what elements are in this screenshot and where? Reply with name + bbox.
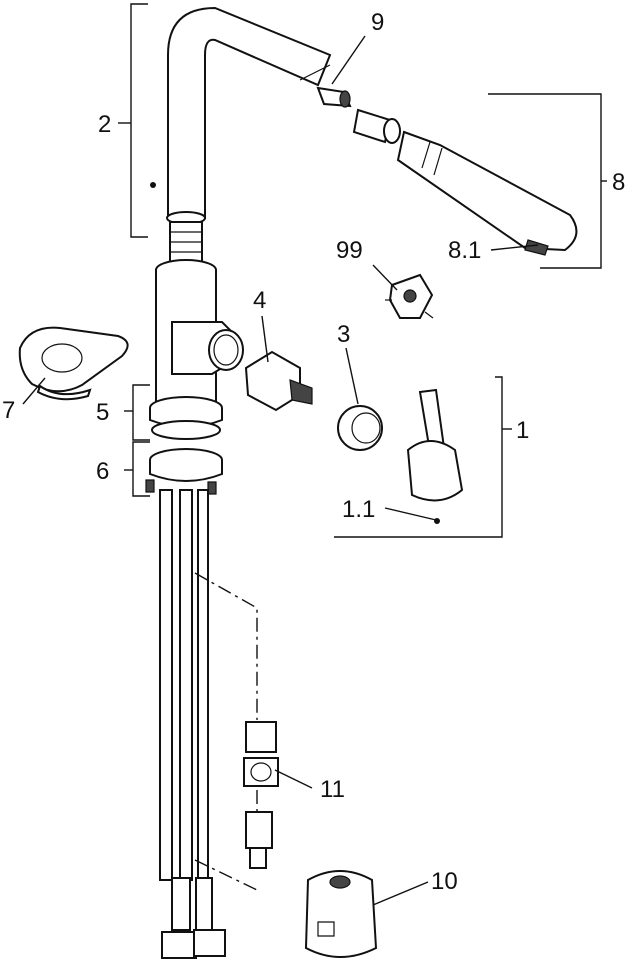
label-1: 1: [516, 417, 529, 444]
lever-handle-part-1: [406, 388, 464, 502]
label-8: 8: [612, 169, 625, 196]
connector-part-9: [316, 86, 352, 108]
base-ring-part-5: [149, 396, 223, 440]
ring-part-3: [337, 405, 383, 451]
label-5: 5: [96, 399, 109, 426]
label-8-1: 8.1: [448, 237, 481, 264]
leader-lines: [22, 3, 607, 906]
label-99: 99: [336, 237, 363, 264]
label-10: 10: [431, 868, 458, 895]
label-11: 11: [320, 776, 345, 803]
valve-part-11: [243, 721, 279, 869]
supply-hoses: [159, 489, 226, 959]
label-6: 6: [96, 458, 109, 485]
label-1-1: 1.1: [342, 496, 375, 523]
base-plate-part-7: [18, 326, 129, 401]
label-7: 7: [2, 397, 15, 424]
cartridge-part-4: [244, 350, 313, 412]
spout-part: [166, 6, 332, 266]
assembly-centerline: [194, 572, 258, 891]
part-99: [385, 273, 434, 319]
mounting-part-6: [145, 448, 223, 495]
clamp-part-10: [304, 870, 378, 958]
label-9: 9: [371, 9, 384, 36]
faucet-body: [155, 259, 244, 406]
label-2: 2: [98, 111, 111, 138]
pullout-spray-part-8: [352, 108, 578, 256]
label-4: 4: [253, 287, 266, 314]
label-3: 3: [337, 321, 350, 348]
